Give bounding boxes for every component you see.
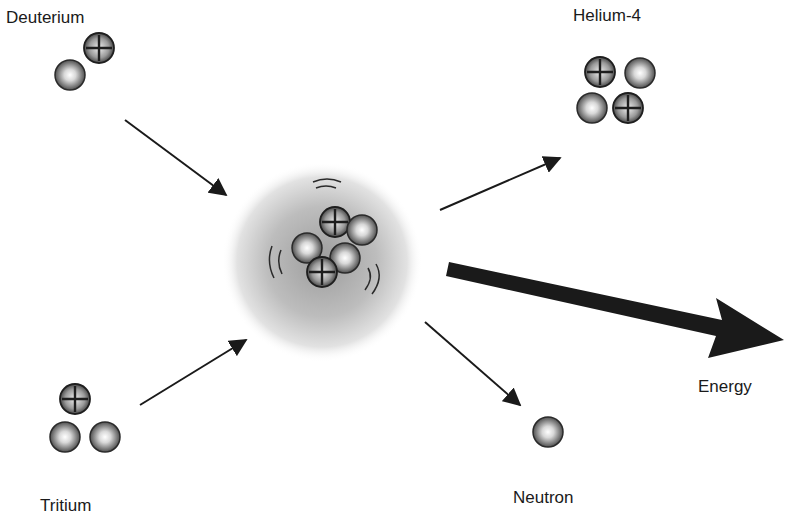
particle-label: Deuterium [6,8,84,28]
particle-label: Helium-4 [573,6,641,26]
particle-label: Energy [698,377,752,397]
particle-label: Tritium [40,496,91,516]
particle-label: Neutron [513,488,573,508]
